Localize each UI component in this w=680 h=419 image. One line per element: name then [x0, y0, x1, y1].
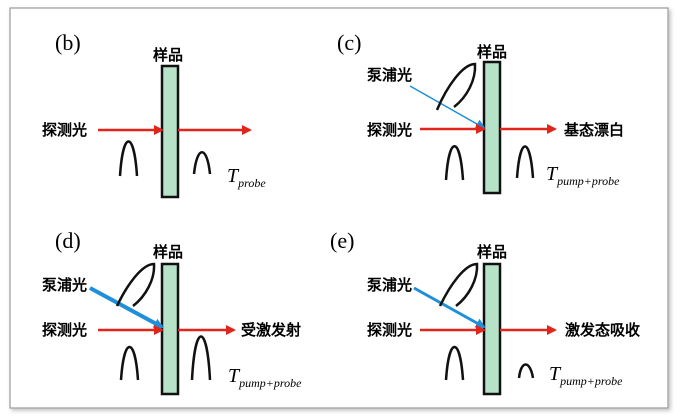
panel-c-tag: (c): [337, 30, 361, 55]
panel-d-probe-pulse-in: [119, 345, 140, 381]
panel-b-probe-label: 探测光: [42, 121, 87, 139]
panel-b-sample: [160, 64, 180, 199]
panel-b-probe-pulse-in: [118, 140, 139, 177]
panel-d-t-main: T: [228, 365, 241, 387]
panel-d-pump-arrow: [89, 286, 164, 329]
panel-e-t-sub: pump+probe: [559, 374, 623, 388]
panel-d-t-sub: pump+probe: [238, 376, 302, 390]
panel-e-pump-arrow: [413, 286, 486, 329]
panel-e-sample-label: 样品: [477, 243, 507, 261]
panel-e-tag: (e): [330, 228, 354, 253]
panel-b-sample-label: 样品: [153, 46, 183, 64]
panel-e-pump-label: 泵浦光: [367, 276, 412, 294]
panel-c-pump-pulse: [435, 62, 477, 111]
panel-e-t-main: T: [549, 363, 562, 385]
panel-b-t-main: T: [227, 165, 240, 187]
panel-c: (c) 样品 泵浦光 探测光 基态漂白 Tpump+probe: [337, 30, 624, 195]
panel-d-probe-pulse-out: [190, 335, 212, 381]
panel-c-t-sub: pump+probe: [556, 174, 620, 188]
panel-d: (d) 样品 泵浦光 探测光 受激发射 Tpump+probe: [42, 228, 302, 396]
panel-c-probe-pulse-out: [515, 145, 535, 179]
panel-c-result-label: 基态漂白: [563, 121, 624, 139]
panel-e-transmission: Tpump+probe: [549, 363, 623, 388]
panel-d-sample-label: 样品: [153, 243, 183, 261]
panel-d-tag: (d): [55, 228, 81, 253]
panel-e: (e) 样品 泵浦光 探测光 激发态吸收 Tpump+probe: [330, 228, 640, 396]
panel-e-result-label: 激发态吸收: [565, 321, 640, 339]
panel-c-probe-pulse-in: [444, 145, 465, 181]
panel-e-pump-pulse: [438, 262, 479, 307]
figure-border: [9, 7, 669, 409]
panel-d-result-label: 受激发射: [241, 321, 301, 339]
panel-d-probe-label: 探测光: [42, 321, 87, 339]
panel-c-transmission: Tpump+probe: [546, 163, 620, 188]
panel-e-probe-pulse-in: [444, 345, 465, 381]
panel-b-transmission: Tprobe: [227, 165, 266, 190]
panel-d-pump-label: 泵浦光: [42, 276, 87, 294]
panel-c-pump-arrow: [409, 85, 486, 129]
panel-e-sample: [482, 262, 502, 396]
panel-b-probe-pulse-out: [192, 151, 212, 175]
panel-b-tag: (b): [55, 30, 81, 55]
panel-b: (b) 样品 探测光 Tprobe: [42, 30, 266, 199]
panel-d-sample: [160, 262, 180, 396]
panel-b-t-sub: probe: [237, 176, 266, 190]
panel-c-sample: [482, 60, 502, 195]
panel-c-t-main: T: [546, 163, 559, 185]
panel-e-probe-label: 探测光: [367, 321, 412, 339]
panel-c-probe-label: 探测光: [367, 121, 412, 139]
panel-d-transmission: Tpump+probe: [228, 365, 302, 390]
panel-d-pump-pulse: [115, 262, 156, 307]
panel-e-probe-pulse-out: [517, 363, 535, 379]
panel-c-pump-label: 泵浦光: [367, 66, 412, 84]
panel-c-sample-label: 样品: [477, 43, 507, 61]
